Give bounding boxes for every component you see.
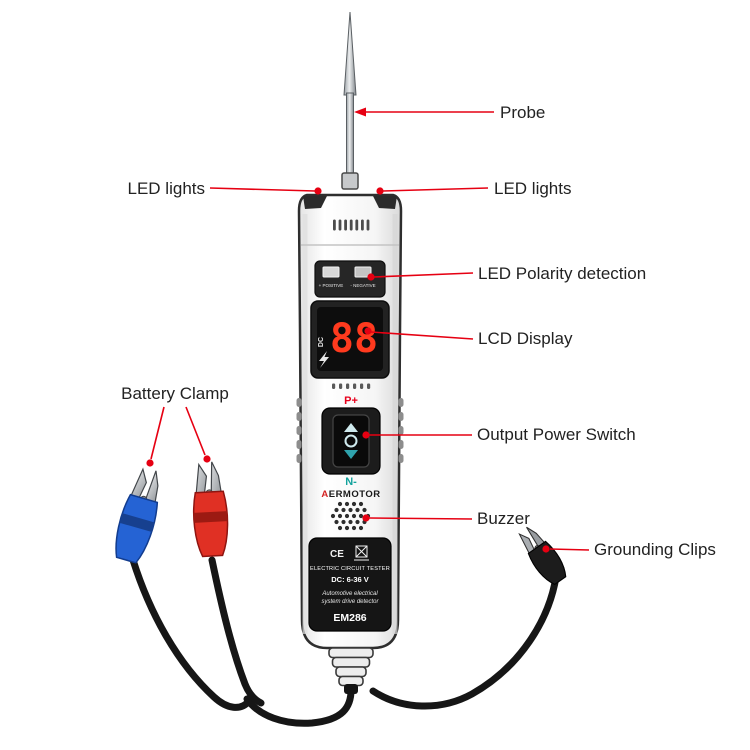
positive-led-window (322, 266, 340, 278)
main-cable (243, 683, 355, 727)
cable-gland (328, 647, 374, 687)
panel-desc-line1: Automotive electrical (321, 591, 378, 597)
flash-icon (319, 351, 329, 368)
lcd-dc-label: DC (318, 337, 325, 347)
polarity-panel-bg (314, 260, 386, 298)
switch-up-arrow-icon (344, 423, 358, 432)
leader-lines (150, 111, 590, 551)
label-output-power-switch: Output Power Switch (477, 425, 636, 444)
ground-wire (369, 573, 560, 710)
led-right-dot (376, 187, 384, 195)
labels: Probe LED lights LED lights LED Polarity… (121, 103, 716, 559)
ground-clip-boot (527, 540, 567, 586)
led-right-leader (382, 187, 489, 192)
switch-center-button (344, 434, 358, 448)
lcd-screen (317, 307, 383, 371)
negative-led-label: - NEGATIVE (350, 283, 375, 288)
red-clamp-wire (208, 556, 265, 707)
lcd-leader (370, 331, 474, 340)
lcd-dot (364, 327, 372, 335)
label-grounding-clips: Grounding Clips (594, 540, 716, 559)
battery-clamp-red (192, 461, 229, 558)
brand-text: AERMOTOR (321, 489, 380, 500)
polarity-leader (373, 272, 474, 278)
negative-led-window (354, 266, 372, 278)
model-number: EM286 (333, 612, 366, 624)
led-light-right-lens (373, 196, 397, 209)
led-left-dot (314, 187, 322, 195)
probe-arrowhead-icon (354, 107, 366, 117)
output-power-switch: P+ N- (321, 395, 381, 488)
red-clamp-handle (192, 490, 229, 558)
lcd-display: DC 88 (310, 300, 390, 389)
probe (341, 11, 359, 190)
buzzer-holes (330, 501, 371, 531)
info-panel-bg (308, 537, 392, 632)
red-clamp-stripe (193, 511, 228, 523)
led-left-leader (209, 187, 316, 192)
label-led-polarity: LED Polarity detection (478, 264, 646, 283)
label-lcd-display: LCD Display (478, 329, 573, 348)
buzzer-leader (368, 517, 473, 520)
ce-mark: CE (330, 549, 344, 560)
grounding-leader (549, 548, 590, 551)
red-clamp-jaw-left (195, 462, 208, 495)
panel-desc-line2: system drive detector (321, 599, 379, 605)
positive-led-label: + POSITIVE (319, 283, 344, 288)
buzzer-dot (362, 514, 370, 522)
side-grips (296, 398, 404, 463)
battery-clamp-leader-left (150, 406, 165, 460)
battery-clamp-leader-right (185, 406, 206, 456)
blue-clamp-stripe (119, 513, 155, 532)
grounding-dot (542, 545, 550, 553)
cable-stub (344, 684, 358, 694)
body-shade-left (302, 214, 308, 634)
probe-shaft (346, 92, 354, 176)
label-buzzer: Buzzer (477, 509, 530, 528)
blue-clamp-wire (129, 556, 253, 711)
grounding-clip (518, 526, 567, 586)
switch-dot (362, 431, 370, 439)
label-battery-clamp: Battery Clamp (121, 384, 229, 403)
body-shade-right (392, 214, 398, 634)
panel-voltage: DC: 6-36 V (331, 575, 369, 584)
vent-holes (332, 383, 371, 389)
blue-clamp-handle (115, 493, 159, 564)
cables (129, 556, 560, 727)
probe-needle (343, 11, 357, 96)
red-clamp-jaw-right (210, 461, 223, 495)
label-led-lights-left: LED lights (128, 179, 205, 198)
switch-plus-label: P+ (344, 395, 358, 407)
probe-collar (341, 172, 359, 190)
switch-recess (332, 414, 370, 468)
led-light-left-lens (303, 196, 327, 209)
label-led-lights-right: LED lights (494, 179, 571, 198)
weee-icon (354, 545, 369, 561)
led-polarity-panel: + POSITIVE - NEGATIVE (314, 260, 386, 298)
switch-minus-label: N- (345, 476, 357, 488)
label-probe: Probe (500, 103, 545, 122)
polarity-dot (367, 273, 375, 281)
top-vents (333, 219, 370, 231)
switch-down-arrow-icon (344, 450, 358, 459)
blue-clamp-jaw-right (145, 470, 159, 505)
leader-dots (146, 187, 550, 553)
blue-clamp-dot (146, 459, 154, 467)
panel-title: ELECTRIC CIRCUIT TESTER (310, 566, 390, 572)
lcd-digits: 88 (330, 316, 378, 362)
info-panel: CE ELECTRIC CIRCUIT TESTER DC: 6-36 V Au… (308, 537, 392, 632)
red-clamp-dot (203, 455, 211, 463)
battery-clamp-blue (115, 467, 159, 564)
brand-logo-letter: A (321, 489, 328, 500)
